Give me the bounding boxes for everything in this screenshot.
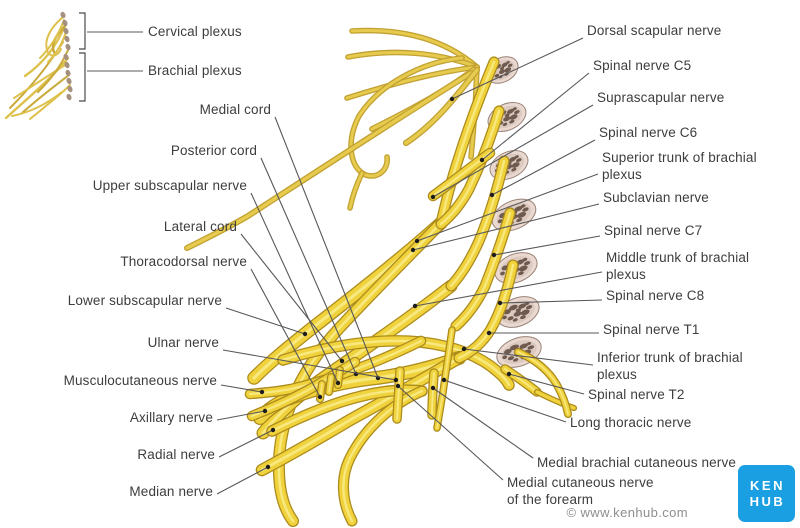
leader-line: [432, 387, 534, 459]
plexus-brackets: [79, 12, 86, 102]
vertebra-dot: [66, 93, 72, 101]
label-radial-nerve: Radial nerve: [137, 447, 215, 462]
label-dorsal-scapular-nerve: Dorsal scapular nerve: [587, 23, 722, 38]
leader-dot: [449, 96, 455, 102]
leader-dot: [270, 427, 276, 433]
leader-line: [508, 373, 585, 395]
leader-dot: [410, 247, 416, 253]
label-brachial-plexus: Brachial plexus: [148, 63, 242, 78]
label-posterior-cord: Posterior cord: [170, 143, 257, 158]
label-spinal-nerve-t2: Spinal nerve T2: [588, 387, 685, 402]
leader-dot: [265, 464, 271, 470]
label-inferior-trunk: Inferior trunk of brachial plexus: [597, 350, 743, 382]
leader-lines: [87, 31, 603, 495]
label-spinal-nerve-c6: Spinal nerve C6: [599, 125, 698, 140]
label-upper-subscapular-nerve: Upper subscapular nerve: [92, 178, 247, 193]
label-lower-subscapular-nerve: Lower subscapular nerve: [67, 293, 222, 308]
leader-dot: [489, 192, 495, 198]
leader-line: [220, 384, 263, 393]
leader-dot: [339, 358, 345, 364]
leader-line: [481, 72, 590, 161]
label-middle-trunk: Middle trunk of brachial plexus: [606, 250, 750, 282]
label-suprascapular-nerve: Suprascapular nerve: [597, 90, 725, 105]
leader-line: [216, 466, 269, 495]
leader-line: [218, 429, 274, 458]
leader-dot: [461, 346, 467, 352]
vertebra-dot: [63, 27, 69, 35]
leader-dot: [506, 371, 512, 377]
leader-dot: [497, 300, 503, 306]
leader-dot: [479, 157, 485, 163]
label-subclavian-nerve: Subclavian nerve: [603, 190, 709, 205]
leader-line: [216, 410, 266, 421]
vertebra-dot: [66, 77, 72, 85]
leader-line: [225, 307, 306, 335]
leader-dot: [259, 389, 265, 395]
vertebra-dot: [64, 35, 70, 43]
label-long-thoracic-nerve: Long thoracic nerve: [570, 415, 692, 430]
vertebra-dot: [67, 85, 73, 93]
label-median-nerve: Median nerve: [129, 484, 213, 499]
leader-dot: [491, 252, 497, 258]
leader-line: [222, 349, 397, 381]
vertebra-dot: [63, 53, 69, 61]
label-lateral-cord: Lateral cord: [163, 219, 237, 234]
leader-dot: [317, 394, 323, 400]
label-thoracodorsal-nerve: Thoracodorsal nerve: [120, 254, 247, 269]
label-spinal-nerve-c8: Spinal nerve C8: [606, 288, 705, 303]
vertebra-dot: [64, 61, 70, 69]
leader-dot: [335, 380, 341, 386]
label-medial-cutaneous-nerve-forearm: Medial cutaneous nerve of the forearm: [507, 475, 654, 507]
leader-dot: [430, 385, 436, 391]
nerve-paths: [184, 27, 578, 528]
kenhub-logo-line2: HUB: [749, 493, 786, 509]
leader-dot: [393, 377, 399, 383]
leader-line: [274, 116, 379, 379]
leader-dot: [412, 303, 418, 309]
label-spinal-nerve-c7: Spinal nerve C7: [604, 223, 703, 238]
vertebra-dot: [65, 43, 71, 51]
label-spinal-nerve-t1: Spinal nerve T1: [603, 322, 700, 337]
label-ulnar-nerve: Ulnar nerve: [147, 335, 219, 350]
leader-line: [240, 233, 343, 362]
leader-dot: [395, 383, 401, 389]
leader-line: [412, 203, 600, 251]
leader-line: [432, 104, 594, 198]
leader-line: [260, 157, 357, 375]
leader-dot: [486, 330, 492, 336]
inset-mini-plexus: [4, 11, 86, 120]
label-musculocutaneous-nerve: Musculocutaneous nerve: [63, 373, 217, 388]
label-spinal-nerve-c5: Spinal nerve C5: [593, 58, 692, 73]
label-cervical-plexus: Cervical plexus: [148, 24, 242, 39]
label-axillary-nerve: Axillary nerve: [129, 410, 213, 425]
leader-line: [491, 139, 596, 196]
leader-dot: [414, 238, 420, 244]
leader-dot: [302, 331, 308, 337]
label-superior-trunk: Superior trunk of brachial plexus: [602, 150, 757, 182]
leader-line: [493, 235, 601, 256]
leader-line: [250, 268, 321, 398]
label-medial-cord: Medial cord: [199, 102, 271, 117]
leader-dot: [430, 194, 436, 200]
vertebra-dot: [65, 69, 71, 77]
vertebra-dot: [60, 11, 66, 19]
leader-line: [443, 379, 567, 423]
leader-dot: [441, 377, 447, 383]
copyright-text: © www.kenhub.com: [566, 505, 688, 520]
leader-line: [414, 271, 603, 307]
leader-line: [416, 173, 599, 242]
label-medial-brachial-cutaneous-nerve: Medial brachial cutaneous nerve: [537, 455, 737, 470]
kenhub-logo: KEN HUB: [738, 465, 795, 522]
leader-line: [397, 385, 504, 481]
vertebra-dot: [62, 19, 68, 27]
leader-line: [499, 299, 603, 304]
kenhub-logo-line1: KEN: [750, 477, 785, 493]
leader-line: [451, 37, 584, 100]
leader-line: [463, 348, 594, 366]
leader-line: [250, 192, 339, 384]
leader-dot: [262, 408, 268, 414]
